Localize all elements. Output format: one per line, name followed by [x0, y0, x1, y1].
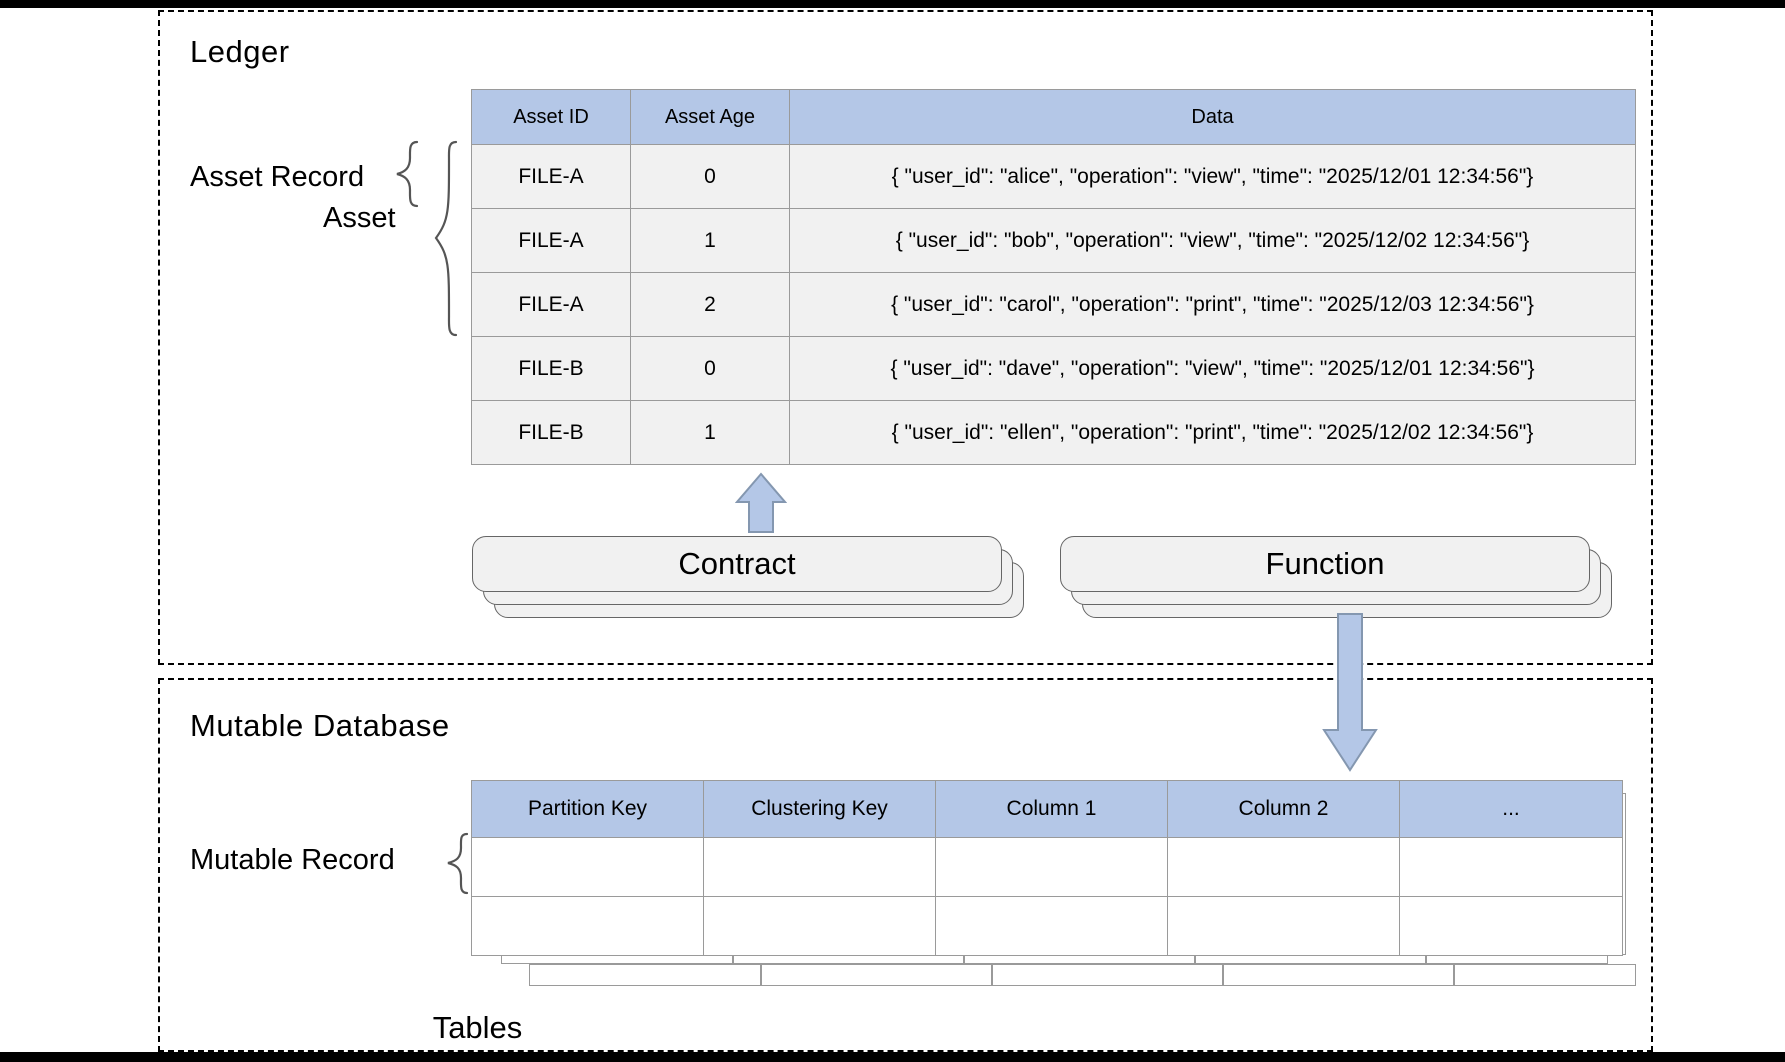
mutable-cell — [935, 837, 1168, 897]
contract-box[interactable]: Contract — [472, 536, 1002, 592]
ledger-cell-asset-id: FILE-A — [471, 144, 631, 209]
mutable-database-title: Mutable Database — [190, 708, 450, 743]
header-data: Data — [789, 89, 1636, 145]
header-clustering-key: Clustering Key — [703, 780, 936, 838]
letterbox-top — [0, 0, 1785, 8]
contract-to-ledger-arrow — [735, 472, 787, 534]
ledger-cell-data: { "user_id": "carol", "operation": "prin… — [789, 272, 1636, 337]
ledger-cell-asset-age: 0 — [630, 336, 790, 401]
mutable-table-header-row: Partition Key Clustering Key Column 1 Co… — [471, 780, 1623, 838]
tables-caption: Tables — [0, 1010, 1785, 1046]
mutable-table-row — [471, 896, 1623, 956]
letterbox-bottom — [0, 1052, 1785, 1062]
mutable-cell — [935, 896, 1168, 956]
mutable-cell — [703, 837, 936, 897]
header-partition-key: Partition Key — [471, 780, 704, 838]
ledger-cell-asset-age: 1 — [630, 208, 790, 273]
function-label: Function — [1265, 546, 1385, 581]
ledger-region — [158, 10, 1653, 665]
mutable-cell — [471, 896, 704, 956]
asset-brace — [432, 140, 460, 337]
mutable-shadow-sep-b3 — [1222, 964, 1224, 986]
mutable-shadow-sep-b2 — [991, 964, 993, 986]
mutable-cell — [471, 837, 704, 897]
header-ellipsis: ... — [1399, 780, 1623, 838]
asset-record-brace — [393, 140, 421, 208]
ledger-cell-asset-id: FILE-A — [471, 208, 631, 273]
ledger-table-header-row: Asset ID Asset Age Data — [471, 89, 1636, 145]
tables-caption-text: Tables — [432, 1010, 523, 1045]
ledger-cell-asset-id: FILE-B — [471, 400, 631, 465]
mutable-table-row — [471, 837, 1623, 897]
ledger-cell-asset-age: 0 — [630, 144, 790, 209]
contract-stack: Contract — [472, 536, 1047, 626]
mutable-shadow-sep-b1 — [760, 964, 762, 986]
mutable-record-brace — [445, 832, 471, 895]
contract-label: Contract — [678, 546, 796, 581]
ledger-title: Ledger — [190, 34, 290, 69]
asset-label: Asset — [323, 202, 396, 234]
ledger-cell-data: { "user_id": "bob", "operation": "view",… — [789, 208, 1636, 273]
mutable-cell — [1167, 837, 1400, 897]
header-asset-age: Asset Age — [630, 89, 790, 145]
mutable-record-label: Mutable Record — [190, 844, 395, 876]
header-column-1: Column 1 — [935, 780, 1168, 838]
ledger-cell-data: { "user_id": "ellen", "operation": "prin… — [789, 400, 1636, 465]
ledger-cell-data: { "user_id": "dave", "operation": "view"… — [789, 336, 1636, 401]
ledger-cell-asset-id: FILE-B — [471, 336, 631, 401]
asset-record-label: Asset Record — [190, 161, 365, 193]
ledger-cell-data: { "user_id": "alice", "operation": "view… — [789, 144, 1636, 209]
mutable-cell — [1167, 896, 1400, 956]
mutable-cell — [1399, 896, 1623, 956]
function-box[interactable]: Function — [1060, 536, 1590, 592]
mutable-shadow-sep-b4 — [1453, 964, 1455, 986]
function-to-mutable-arrow — [1322, 612, 1378, 772]
ledger-cell-asset-age: 2 — [630, 272, 790, 337]
mutable-shadow-bottom-2 — [529, 964, 1636, 986]
ledger-cell-asset-id: FILE-A — [471, 272, 631, 337]
mutable-table: Partition Key Clustering Key Column 1 Co… — [471, 780, 1623, 956]
mutable-cell — [1399, 837, 1623, 897]
header-column-2: Column 2 — [1167, 780, 1400, 838]
mutable-database-region — [158, 678, 1653, 1052]
mutable-cell — [703, 896, 936, 956]
header-asset-id: Asset ID — [471, 89, 631, 145]
ledger-cell-asset-age: 1 — [630, 400, 790, 465]
